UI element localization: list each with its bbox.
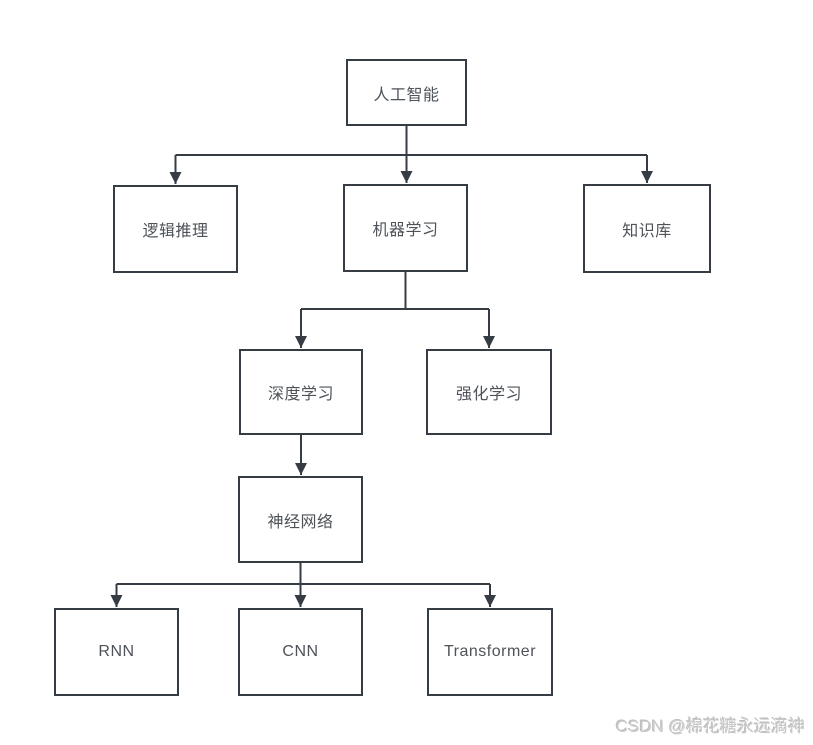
node-knowledge-base: 知识库 (583, 184, 711, 273)
node-cnn-label: CNN (282, 643, 319, 660)
node-logical-reasoning-label: 逻辑推理 (142, 223, 209, 240)
node-reinforcement-learning-label: 强化学习 (455, 386, 522, 403)
node-deep-learning: 深度学习 (239, 349, 363, 435)
node-ai-label: 人工智能 (373, 86, 440, 104)
node-transformer-label: Transformer (443, 643, 537, 660)
node-ai: 人工智能 (346, 59, 467, 126)
csdn-watermark: CSDN @棉花糖永远滴神 (615, 717, 805, 736)
node-cnn: CNN (238, 608, 363, 696)
node-neural-network: 神经网络 (238, 476, 363, 563)
node-machine-learning-label: 机器学习 (372, 222, 439, 239)
node-knowledge-base-label: 知识库 (622, 222, 672, 240)
node-reinforcement-learning: 强化学习 (426, 349, 552, 435)
node-transformer: Transformer (427, 608, 553, 696)
node-rnn: RNN (54, 608, 179, 696)
node-machine-learning: 机器学习 (343, 184, 468, 272)
node-logical-reasoning: 逻辑推理 (113, 185, 238, 273)
node-rnn-label: RNN (98, 643, 135, 660)
node-deep-learning-label: 深度学习 (267, 386, 334, 403)
node-neural-network-label: 神经网络 (267, 513, 334, 531)
